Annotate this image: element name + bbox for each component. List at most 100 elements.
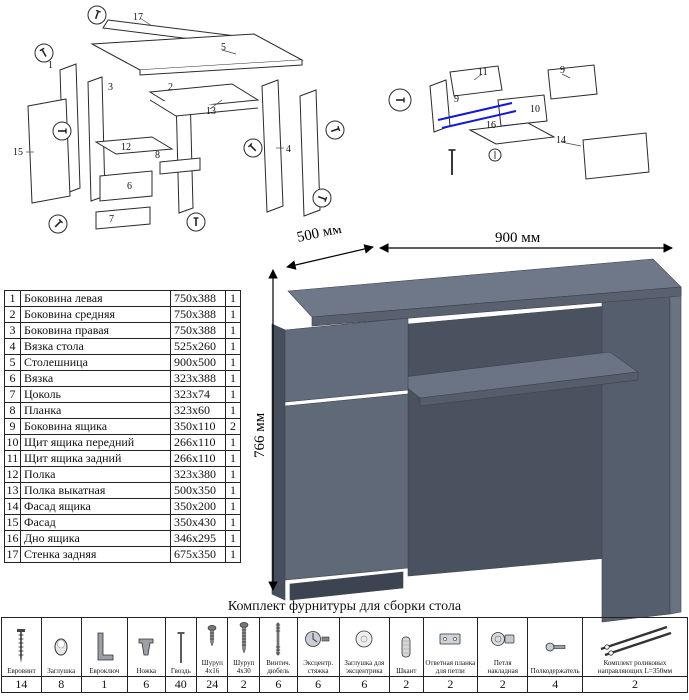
hardware-cell: Эксцентр. стяжка: [296, 616, 340, 678]
part-qty: 1: [225, 402, 241, 419]
hardware-icon-row: Евровинт Заглушка Евроключ Ножка Гвоздь: [1, 616, 689, 678]
hardware-qty: 2: [581, 676, 689, 694]
part-size: 346x295: [170, 530, 226, 547]
hardware-qty: 2: [227, 676, 260, 694]
exploded-view-diagram-drawer: 11 9 9 10 16 14: [388, 64, 650, 180]
part-callout-number: 11: [478, 67, 488, 78]
hardware-cell: Шкант: [388, 616, 424, 678]
part-number: 10: [4, 434, 21, 451]
part-size: 525x260: [170, 338, 226, 355]
part-size: 750x388: [170, 322, 226, 339]
hardware-cell: Ответная планка для петли: [422, 616, 479, 678]
hardware-cell: Гвоздь: [164, 616, 198, 678]
part-number: 15: [4, 514, 21, 531]
part-number: 14: [4, 498, 21, 515]
plug-cap-icon: [54, 638, 68, 656]
part-number: 16: [4, 530, 21, 547]
hardware-qty: 2: [388, 676, 424, 694]
part-qty: 1: [225, 434, 241, 451]
part-size: 350x430: [170, 514, 226, 531]
hardware-cell: Ножка: [126, 616, 166, 678]
dimension-height-label: 766 мм: [252, 412, 268, 458]
part-number: 4: [4, 338, 21, 355]
hardware-label: Шкант: [396, 666, 417, 675]
roller-guides-icon: [600, 625, 672, 657]
hardware-qty: 4: [527, 676, 583, 694]
part-qty: 2: [225, 418, 241, 435]
part-qty: 1: [225, 530, 241, 547]
part-name: Боковина ящика: [20, 418, 171, 435]
part-name: Боковина правая: [20, 322, 171, 339]
hinge-icon: [490, 632, 515, 646]
furniture-leg-icon: [138, 638, 154, 656]
part-callout-number: 10: [530, 104, 540, 115]
hardware-label: Заглушка для эксцентрика: [344, 659, 385, 675]
panels-group: [27, 19, 321, 230]
part-name: Щит ящика передний: [20, 434, 171, 451]
leader-lines-group: [473, 73, 582, 147]
part-qty: 1: [225, 386, 241, 403]
part-qty: 1: [225, 354, 241, 371]
part-name: Боковина средняя: [20, 306, 171, 323]
part-callout-number: 1: [48, 60, 53, 71]
part-size: 266x110: [170, 450, 226, 467]
part-size: 350x200: [170, 498, 226, 515]
hardware-label: Ответная планка для петли: [425, 659, 476, 675]
part-size: 323x388: [170, 370, 226, 387]
part-qty: 1: [225, 290, 241, 307]
part-name: Фасад: [20, 514, 171, 531]
part-callout-number: 14: [556, 135, 566, 146]
part-qty: 1: [225, 546, 241, 563]
part-size: 350x110: [170, 418, 226, 435]
hardware-qty: 14: [1, 676, 42, 694]
wooden-dowel-icon: [401, 636, 411, 658]
part-callout-number: 8: [155, 150, 160, 161]
part-size: 323x380: [170, 466, 226, 483]
dimension-depth-label: 500 мм: [296, 228, 344, 246]
hardware-label: Эксцентр. стяжка: [303, 659, 334, 675]
part-callout-number: 6: [127, 181, 132, 192]
hardware-qty: 6: [258, 676, 298, 694]
part-callout-number: 7: [109, 214, 114, 225]
hardware-label: Полкодержатель: [530, 666, 580, 675]
desk-illustration: 900 мм 500 мм 766 мм: [252, 228, 682, 623]
part-size: 266x110: [170, 434, 226, 451]
hardware-qty: 24: [196, 676, 229, 694]
part-name: Полка: [20, 466, 171, 483]
confirmat-screw-icon: [17, 628, 26, 663]
nail-icon: [177, 631, 185, 663]
part-qty: 1: [225, 306, 241, 323]
part-name: Цоколь: [20, 386, 171, 403]
part-size: 900x500: [170, 354, 226, 371]
hardware-cell: Евровинт: [1, 616, 42, 678]
desk-body: [271, 258, 682, 623]
hardware-qty: 6: [126, 676, 166, 694]
hardware-cell: Шуруп 4x30: [227, 616, 260, 678]
hardware-label: Петля накладная: [487, 659, 519, 675]
part-size: 750x388: [170, 290, 226, 307]
part-size: 323x60: [170, 402, 226, 419]
hardware-cell: Петля накладная: [477, 616, 529, 678]
part-callout-number: 17: [133, 12, 143, 23]
part-number: 11: [4, 450, 21, 467]
hardware-label: Евровинт: [7, 666, 36, 675]
hex-key-icon: [97, 632, 114, 661]
dimension-width-label: 900 мм: [495, 230, 541, 246]
part-qty: 1: [225, 338, 241, 355]
guide-rail-highlight: [437, 102, 517, 129]
part-name: Стенка задняя: [20, 546, 171, 563]
